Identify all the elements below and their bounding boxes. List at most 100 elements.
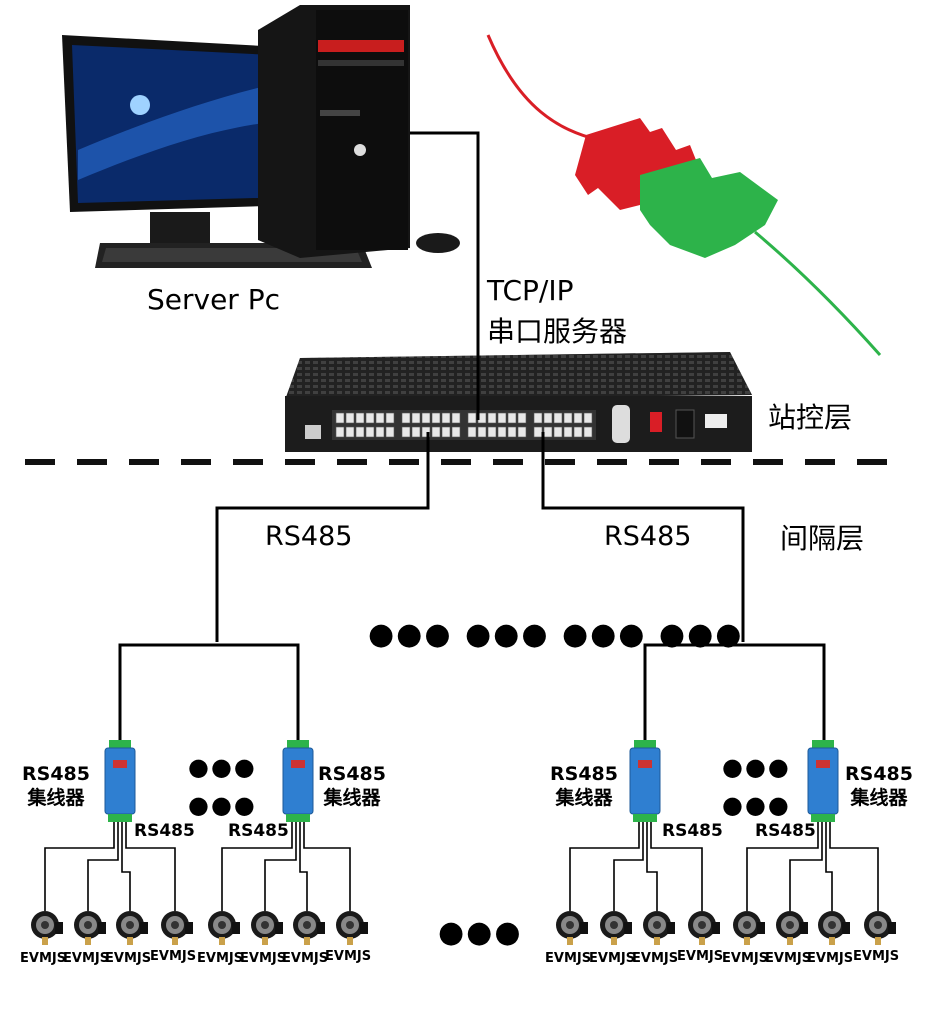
branch-label-1: RS485 (134, 821, 195, 841)
evmjs-label-16: EVMJS (853, 949, 900, 964)
evmjs-label-15: EVMJS (807, 951, 854, 966)
rs485-bus-label-left: RS485 (265, 521, 353, 552)
ellipsis-hubs-right-2: ●●● (722, 791, 791, 819)
rs485-hub-1 (104, 740, 136, 822)
hub-label-4-line2: 集线器 (850, 786, 908, 809)
tcpip-label: TCP/IP (487, 274, 574, 307)
serial-port (583, 412, 593, 424)
serial-port (553, 412, 563, 424)
serial-port (583, 426, 593, 438)
serial-port (553, 426, 563, 438)
evmjs-sensor-14 (776, 911, 808, 945)
serial-port (355, 426, 365, 438)
evmjs-label-13: EVMJS (722, 951, 769, 966)
evmjs-sensor-5 (208, 911, 240, 945)
serial-port (431, 412, 441, 424)
evmjs-label-4: EVMJS (150, 949, 197, 964)
rs485-bus-label-right: RS485 (604, 521, 692, 552)
evmjs-sensor-12 (688, 911, 720, 945)
serial-server-label: 串口服务器 (487, 315, 628, 348)
serial-port (335, 426, 345, 438)
hub-label-4-line1: RS485 (845, 763, 913, 785)
rs485-hub-2 (282, 740, 314, 822)
serial-port (563, 426, 573, 438)
evmjs-sensor-1 (31, 911, 63, 945)
serial-port (517, 426, 527, 438)
tcpip-link (410, 131, 480, 420)
serial-port (365, 412, 375, 424)
serial-port (411, 412, 421, 424)
serial-port (533, 426, 543, 438)
hub-label-2-line2: 集线器 (323, 786, 381, 809)
branch-label-3: RS485 (662, 821, 723, 841)
ellipsis-sensors: ●●● (438, 915, 523, 950)
serial-port (533, 412, 543, 424)
serial-port (441, 426, 451, 438)
evmjs-label-8: EVMJS (325, 949, 372, 964)
serial-port (487, 426, 497, 438)
serial-port (421, 412, 431, 424)
hub-label-3-line2: 集线器 (555, 786, 613, 809)
serial-port (401, 412, 411, 424)
evmjs-sensor-9 (556, 911, 588, 945)
puzzle-illustration (486, 34, 882, 356)
serial-port (563, 412, 573, 424)
ellipsis-hubs-right-1: ●●● (722, 753, 791, 781)
evmjs-label-9: EVMJS (545, 951, 592, 966)
serial-port (365, 426, 375, 438)
serial-port (507, 412, 517, 424)
serial-port (421, 426, 431, 438)
evmjs-sensor-16 (864, 911, 896, 945)
serial-port (345, 426, 355, 438)
serial-port (451, 426, 461, 438)
evmjs-label-3: EVMJS (105, 951, 152, 966)
hub-label-1-line1: RS485 (22, 763, 90, 785)
rs485-hub-4 (807, 740, 839, 822)
evmjs-sensor-10 (600, 911, 632, 945)
serial-port (385, 426, 395, 438)
evmjs-sensor-6 (251, 911, 283, 945)
serial-port (411, 426, 421, 438)
ellipsis-middle: ●●● ●●● ●●● ●●● (368, 617, 744, 652)
station-layer-label: 站控层 (768, 401, 853, 434)
evmjs-label-2: EVMJS (63, 951, 110, 966)
serial-port (355, 412, 365, 424)
server-pc-illustration (62, 5, 460, 268)
rs485-bus-lines (118, 432, 826, 745)
serial-port (497, 412, 507, 424)
serial-server-illustration (285, 352, 752, 452)
serial-port (487, 412, 497, 424)
serial-port (573, 412, 583, 424)
serial-port (573, 426, 583, 438)
serial-port (467, 426, 477, 438)
hub-label-2-line1: RS485 (318, 763, 386, 785)
serial-port (543, 426, 553, 438)
hub-devices (104, 740, 839, 822)
serial-port (385, 412, 395, 424)
serial-port (401, 426, 411, 438)
serial-port (543, 412, 553, 424)
serial-port (517, 412, 527, 424)
ellipsis-hubs-left-1: ●●● (188, 753, 257, 781)
evmjs-sensor-4 (161, 911, 193, 945)
evmjs-label-6: EVMJS (240, 951, 287, 966)
serial-port (497, 426, 507, 438)
evmjs-label-7: EVMJS (282, 951, 329, 966)
serial-port (441, 412, 451, 424)
evmjs-sensor-8 (336, 911, 368, 945)
evmjs-sensor-3 (116, 911, 148, 945)
server-pc-label: Server Pc (147, 283, 280, 316)
serial-port (375, 426, 385, 438)
evmjs-label-5: EVMJS (197, 951, 244, 966)
hub-label-1-line2: 集线器 (27, 786, 85, 809)
sensor-devices (31, 911, 896, 945)
serial-port (375, 412, 385, 424)
branch-lines (44, 822, 879, 911)
evmjs-label-12: EVMJS (677, 949, 724, 964)
serial-port (477, 426, 487, 438)
branch-label-4: RS485 (755, 821, 816, 841)
